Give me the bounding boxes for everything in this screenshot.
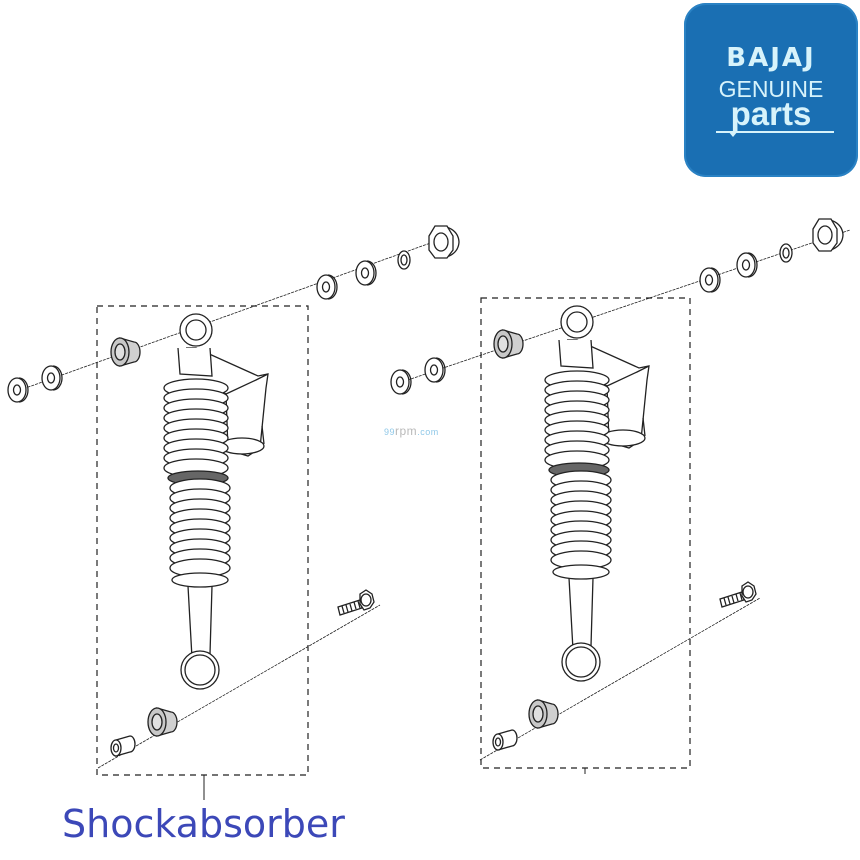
- watermark-prefix: 99: [384, 427, 396, 437]
- shock-absorber-icon: [544, 305, 650, 682]
- washer-icon: [736, 252, 758, 278]
- washer-icon: [424, 357, 446, 383]
- left-assembly-boundary: [96, 305, 309, 776]
- right-assembly: [390, 218, 851, 774]
- logo-underline: [716, 131, 834, 133]
- washer-icon: [355, 260, 377, 286]
- collar-icon: [110, 735, 136, 757]
- logo-chevron-icon: [728, 131, 738, 137]
- washer-icon: [316, 274, 338, 300]
- spring-washer-icon: [397, 250, 411, 270]
- watermark-main: rpm: [395, 424, 418, 438]
- cap-nut-icon: [812, 218, 844, 252]
- cap-nut-icon: [428, 225, 460, 259]
- bushing-icon: [528, 699, 559, 729]
- washer-icon: [390, 369, 412, 395]
- logo-genuine: GENUINE: [718, 76, 824, 102]
- bushing-icon: [110, 337, 141, 367]
- washer-icon: [699, 267, 721, 293]
- collar-icon: [492, 729, 518, 751]
- bajaj-genuine-parts-logo: BAJAJ GENUINE parts: [684, 3, 858, 177]
- logo-parts: parts: [730, 95, 812, 132]
- logo-brand: BAJAJ: [726, 43, 816, 73]
- bushing-icon: [147, 707, 178, 737]
- watermark-suffix: .com: [417, 427, 439, 437]
- left-assembly: [7, 225, 460, 800]
- washer-icon: [7, 377, 29, 403]
- washer-icon: [41, 365, 63, 391]
- watermark: 99rpm.com: [384, 424, 439, 438]
- spring-washer-icon: [779, 243, 793, 263]
- bushing-icon: [493, 329, 524, 359]
- diagram-caption: Shockabsorber: [62, 802, 345, 846]
- shock-absorber-icon: [163, 313, 269, 690]
